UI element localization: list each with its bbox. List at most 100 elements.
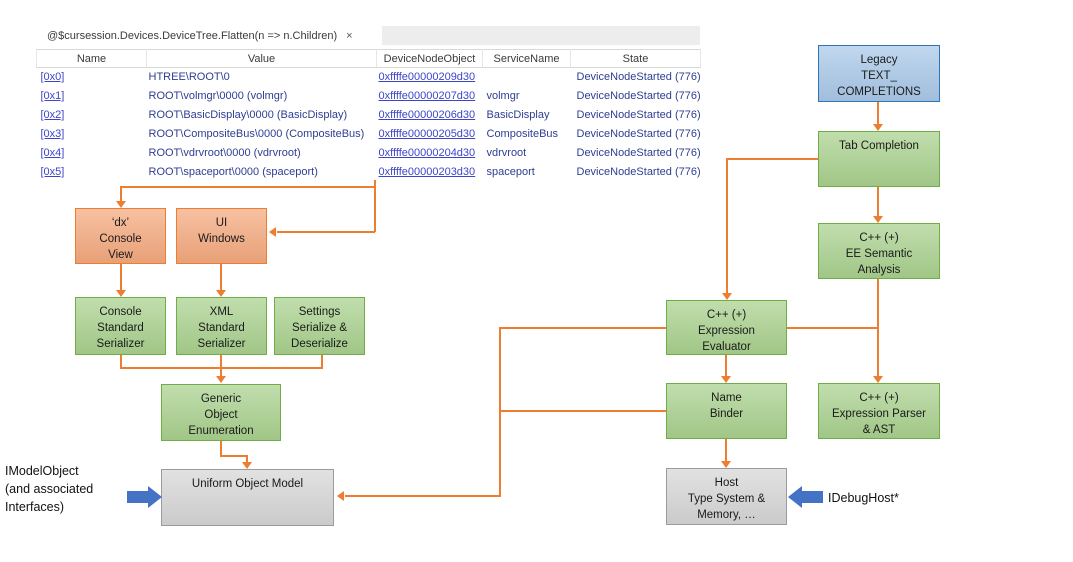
connector-tabcompletion-to-evaluator — [726, 158, 728, 293]
flow-box-tab-completion: Tab Completion — [818, 131, 940, 187]
table-row: [0x1] ROOT\volmgr\0000 (volmgr) 0xffffe000… — [37, 87, 701, 106]
arrowhead-down-icon — [873, 376, 883, 383]
table-row: [0x4] ROOT\vdrvroot\0000 (vdrvroot) 0xffff… — [37, 144, 701, 163]
arrowhead-down-icon — [721, 461, 731, 468]
column-header-name[interactable]: Name — [36, 49, 147, 68]
cell-name-link[interactable]: [0x0] — [40, 71, 65, 84]
connector-generic-to-uom — [246, 455, 248, 463]
idebughost-label: IDebugHost* — [828, 491, 899, 505]
arrowhead-down-icon — [216, 376, 226, 383]
cell-name: [0x5] — [37, 163, 147, 182]
arrowhead-left-icon — [269, 227, 276, 237]
flow-box-console-standard-serializer: Console Standard Serializer — [75, 297, 166, 355]
cell-name: [0x2] — [37, 106, 147, 125]
column-header-value[interactable]: Value — [146, 49, 377, 68]
cell-device-node-object: 0xffffe00000205d30 — [377, 125, 483, 144]
imodelobject-label: IModelObject (and associated Interfaces) — [5, 464, 94, 514]
arrowhead-down-icon — [722, 293, 732, 300]
cell-name-link[interactable]: [0x2] — [40, 109, 65, 121]
cell-device-node-object: 0xffffe00000209d30 — [377, 68, 483, 87]
cell-value: ROOT\vdrvroot\0000 (vdrvroot) — [148, 147, 301, 159]
cell-device-node-object: 0xffffe00000204d30 — [377, 144, 483, 163]
imodelobject-arrow-icon — [127, 491, 148, 503]
flow-box-ee-semantic-analysis: C++ (+) EE Semantic Analysis — [818, 223, 940, 279]
arrowhead-down-icon — [242, 462, 252, 469]
connector-tabcompletion-to-eesemantic — [877, 187, 879, 217]
cell-state: DeviceNodeStarted (776) — [576, 147, 701, 159]
query-tab[interactable]: @$cursession.Devices.DeviceTree.Flatten(… — [36, 26, 382, 45]
arrowhead-down-icon — [873, 216, 883, 223]
cell-device-node-object-link[interactable]: 0xffffe00000209d30 — [378, 71, 476, 84]
cell-value: ROOT\CompositeBus\0000 (CompositeBus) — [148, 128, 365, 140]
column-header-state[interactable]: State — [570, 49, 701, 68]
cell-state: DeviceNodeStarted (776) — [576, 128, 701, 140]
arrowhead-left-icon — [337, 491, 344, 501]
table-row: [0x2] ROOT\BasicDisplay\0000 (BasicDispla… — [37, 106, 701, 125]
flow-box-uniform-object-model: Uniform Object Model — [161, 469, 334, 526]
connector-evaluator-to-binder — [725, 355, 727, 376]
idebughost-arrow-icon — [802, 491, 823, 503]
connector-eesemantic-to-parser — [877, 279, 879, 376]
connector-to-uiwindows — [277, 231, 375, 233]
idebughost-arrowhead-icon — [788, 486, 802, 508]
cell-name-link[interactable]: [0x5] — [40, 166, 65, 178]
cell-service-name: volmgr — [486, 90, 520, 102]
cell-name: [0x3] — [37, 125, 147, 144]
cell-name: [0x4] — [37, 144, 147, 163]
imodelobject-arrowhead-icon — [148, 486, 162, 508]
cell-device-node-object-link[interactable]: 0xffffe00000205d30 — [378, 128, 476, 140]
cell-device-node-object-link[interactable]: 0xffffe00000204d30 — [378, 147, 476, 159]
device-table: Name Value DeviceNodeObject ServiceName … — [36, 49, 701, 182]
cell-name: [0x1] — [37, 87, 147, 106]
connector-uiwindows-to-xmlserializer — [220, 264, 222, 291]
cell-service-name: spaceport — [486, 166, 535, 178]
connector-table-down — [374, 180, 376, 232]
cell-device-node-object-link[interactable]: 0xffffe00000207d30 — [378, 90, 476, 102]
column-header-servicename[interactable]: ServiceName — [482, 49, 571, 68]
cell-device-node-object: 0xffffe00000206d30 — [377, 106, 483, 125]
flow-box-name-binder: Name Binder — [666, 383, 787, 439]
table-row: [0x5]ROOT\spaceport\0000 (spaceport)0xff… — [37, 163, 701, 182]
connector-evaluator-left — [500, 327, 666, 329]
cell-device-node-object-link[interactable]: 0xffffe00000206d30 — [378, 109, 476, 121]
connector-generic-jog — [220, 455, 248, 457]
connector-binder-to-host — [725, 439, 727, 461]
flow-box-ui-windows: UI Windows — [176, 208, 267, 264]
cell-name-link[interactable]: [0x4] — [40, 147, 65, 159]
connector-table-branch — [121, 186, 375, 188]
cell-state: DeviceNodeStarted (776) — [576, 90, 701, 102]
connector-dx-to-consoleserializer — [120, 264, 122, 291]
arrowhead-down-icon — [216, 290, 226, 297]
cell-service-name: BasicDisplay — [486, 109, 550, 121]
connector-tabcompletion-left — [727, 158, 818, 160]
cell-service-name — [483, 68, 571, 87]
results-grid: @$cursession.Devices.DeviceTree.Flatten(… — [36, 26, 701, 182]
cell-state: DeviceNodeStarted (776) — [576, 109, 701, 121]
cell-name-link[interactable]: [0x3] — [40, 128, 65, 140]
cell-state: DeviceNodeStarted (776) — [576, 166, 701, 178]
cell-device-node-object-link[interactable]: 0xffffe00000203d30 — [378, 166, 476, 178]
cell-name: [0x0] — [37, 68, 147, 87]
flow-box-legacy-text-completions: Legacy TEXT_ COMPLETIONS — [818, 45, 940, 102]
cell-device-node-object: 0xffffe00000203d30 — [377, 163, 483, 182]
connector-to-uom-right — [345, 495, 500, 497]
flow-box-expression-parser-ast: C++ (+) Expression Parser & AST — [818, 383, 940, 439]
connector-legacy-to-tabcompletion — [877, 102, 879, 125]
arrowhead-down-icon — [116, 290, 126, 297]
column-header-devicenodeobject[interactable]: DeviceNodeObject — [376, 49, 483, 68]
cell-name-link[interactable]: [0x1] — [40, 90, 65, 102]
flow-box-dx-console-view: ‘dx’ Console View — [75, 208, 166, 264]
arrowhead-down-icon — [721, 376, 731, 383]
cell-value: ROOT\BasicDisplay\0000 (BasicDisplay) — [148, 109, 348, 121]
connector-to-generic — [220, 355, 222, 376]
cell-state: DeviceNodeStarted (776) — [576, 71, 701, 84]
tab-close-icon[interactable]: × — [346, 29, 353, 42]
connector-binder-left — [500, 410, 666, 412]
cell-value: ROOT\volmgr\0000 (volmgr) — [148, 90, 288, 102]
table-row: [0x3] ROOT\CompositeBus\0000 (CompositeBu… — [37, 125, 701, 144]
cell-service-name: CompositeBus — [486, 128, 559, 140]
table-header-row: Name Value DeviceNodeObject ServiceName … — [36, 49, 701, 68]
connector-evaluator-to-parser-line — [787, 327, 878, 329]
